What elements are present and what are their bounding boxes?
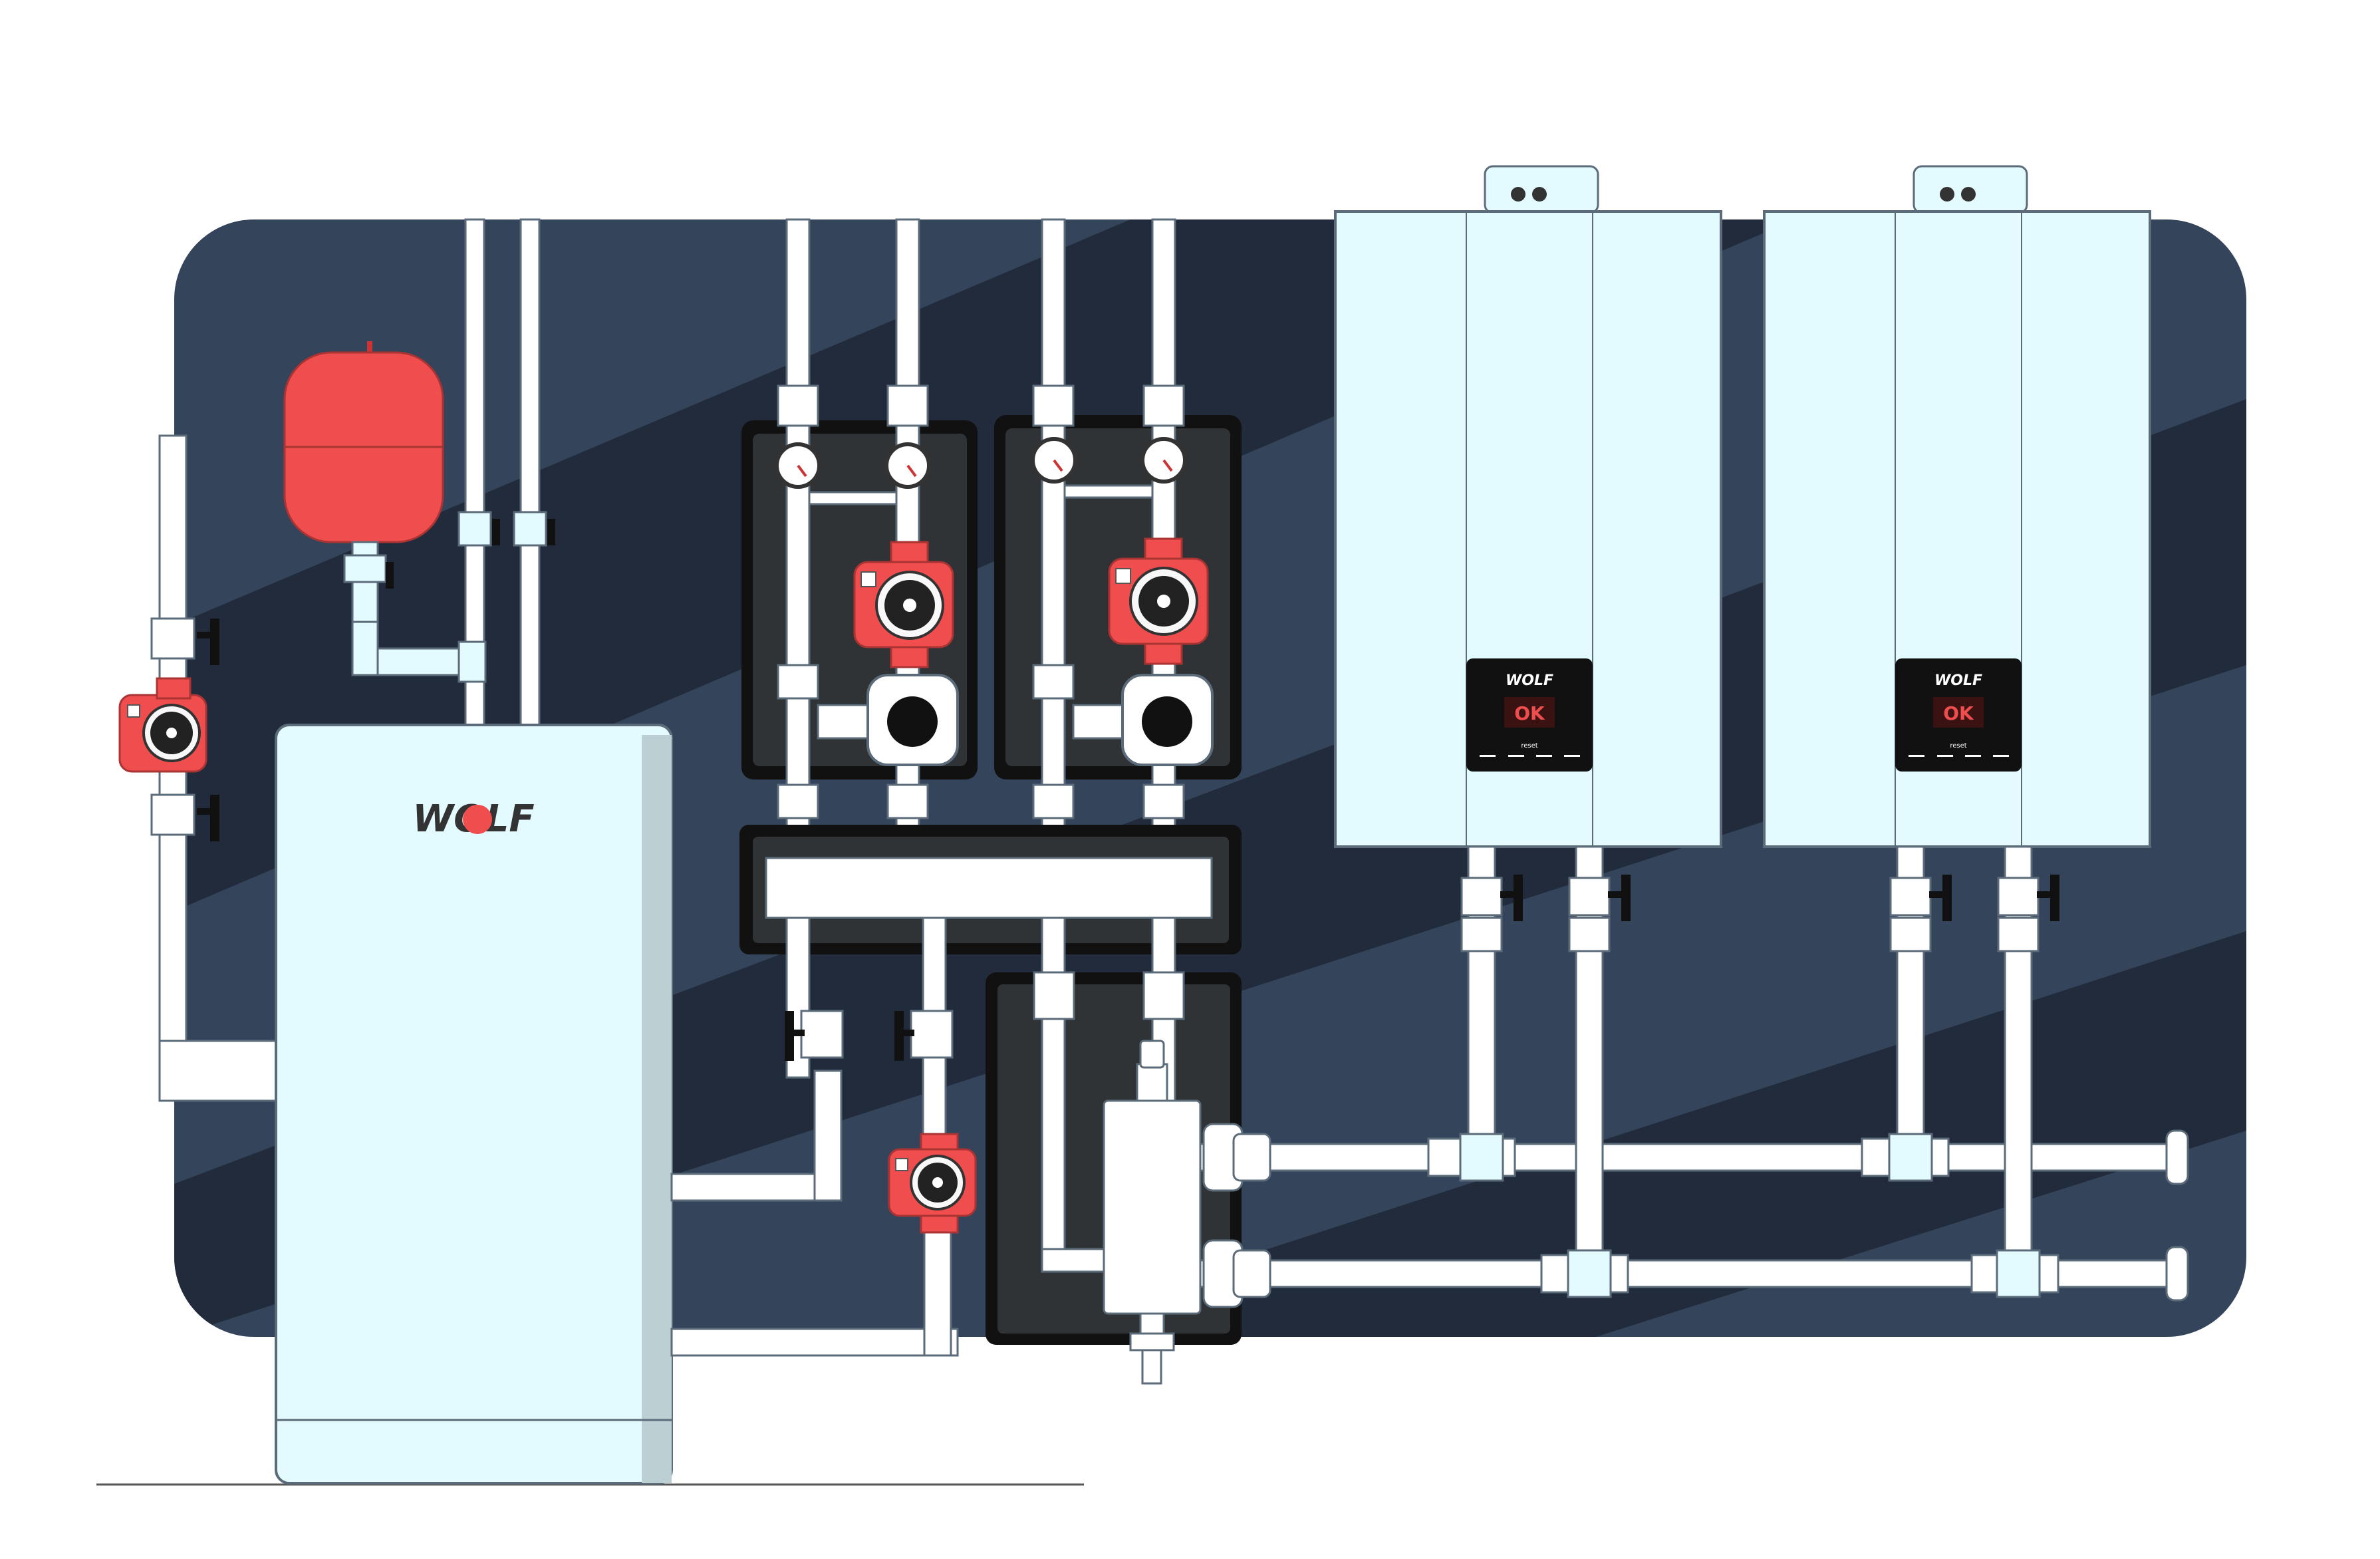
boiler-1-display: OK	[1514, 702, 1545, 724]
boiler-1-reset-button[interactable]: reset	[1521, 742, 1537, 750]
pressure-gauge-icon	[1031, 437, 1187, 484]
mixing-valve-icon	[866, 674, 959, 766]
boiler-1-logo: WOLF	[1506, 672, 1553, 689]
expansion-vessel-icon	[283, 341, 487, 683]
valve-handle-icon	[1500, 875, 1631, 921]
pump-icon	[1108, 537, 1209, 665]
tank-connection-pipes	[670, 1069, 959, 1357]
valve-handle-icon	[197, 619, 219, 841]
boiler-2-control-panel: WOLF OK reset	[1895, 658, 2022, 772]
hydraulic-separator-module	[986, 971, 1242, 1385]
top-pipe-valves	[458, 511, 547, 547]
hot-water-tank: WOLF	[275, 724, 673, 1485]
wall-boiler-2: WOLF OK reset	[1763, 165, 2151, 1284]
pressure-gauge-icon	[775, 442, 931, 489]
pump-icon	[118, 677, 207, 773]
boiler-2-reset-button[interactable]: reset	[1950, 742, 1966, 750]
boiler-2-display: OK	[1943, 702, 1974, 724]
pump-icon	[853, 541, 954, 668]
boiler-1-control-panel: WOLF OK reset	[1466, 658, 1593, 772]
mixing-valve-icon	[1121, 674, 1214, 766]
distribution-manifold	[739, 825, 1242, 1232]
boiler-2-logo: WOLF	[1934, 672, 1982, 689]
valve-handle-icon	[492, 519, 555, 545]
valve-handle-icon	[785, 1011, 914, 1061]
pump-icon	[888, 1133, 977, 1234]
valve-handle-icon	[1929, 875, 2059, 921]
wall-boiler-1: WOLF OK reset	[1334, 165, 1722, 1284]
header-tees	[1459, 1133, 2041, 1298]
pump-module-1	[741, 384, 978, 873]
pump-module-2	[994, 384, 1242, 873]
